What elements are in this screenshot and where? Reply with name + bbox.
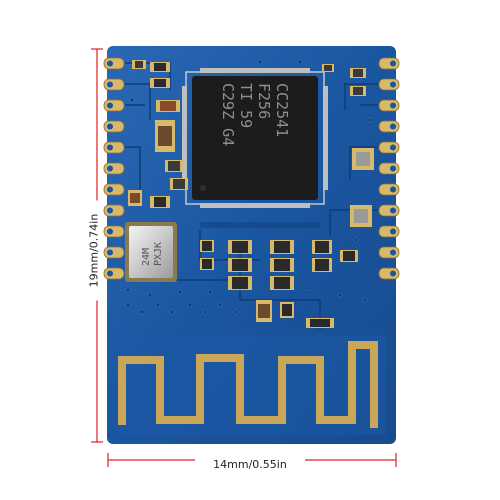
chip-line-2: F256 [255, 83, 273, 119]
crystal-line-2: PXJK [153, 242, 164, 266]
smd-components [128, 60, 374, 328]
chip-line-4: C29Z G4 [219, 83, 237, 146]
width-dimension-label: 14mm/0.55in [195, 458, 305, 471]
antenna-trace [118, 341, 378, 428]
chip-line-1: CC2541 [273, 83, 291, 137]
chip-line-3: TI 59 [237, 83, 255, 128]
height-dimension-label: 19mm/0.74in [87, 200, 101, 301]
crystal-oscillator: 24M PXJK [125, 222, 177, 282]
crystal-line-1: 24M [141, 248, 152, 266]
pcb-board: CC2541 F256 TI 59 C29Z G4 24M PXJK [103, 46, 400, 444]
cc2541-chip: CC2541 F256 TI 59 C29Z G4 [182, 68, 328, 208]
